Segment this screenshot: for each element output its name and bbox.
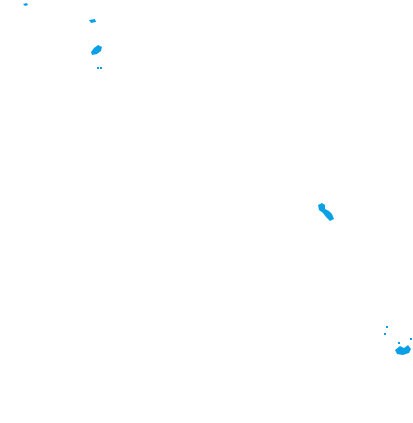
islet-scatter-lower-right xyxy=(384,326,412,344)
island-lower-right xyxy=(395,345,411,355)
islet-small-upper xyxy=(89,19,96,23)
islet-below-upper-middle xyxy=(97,67,102,69)
islet-top-left xyxy=(23,3,28,6)
land-layer xyxy=(23,3,412,355)
island-group-center-right xyxy=(318,203,334,221)
island-upper-middle xyxy=(91,45,102,55)
